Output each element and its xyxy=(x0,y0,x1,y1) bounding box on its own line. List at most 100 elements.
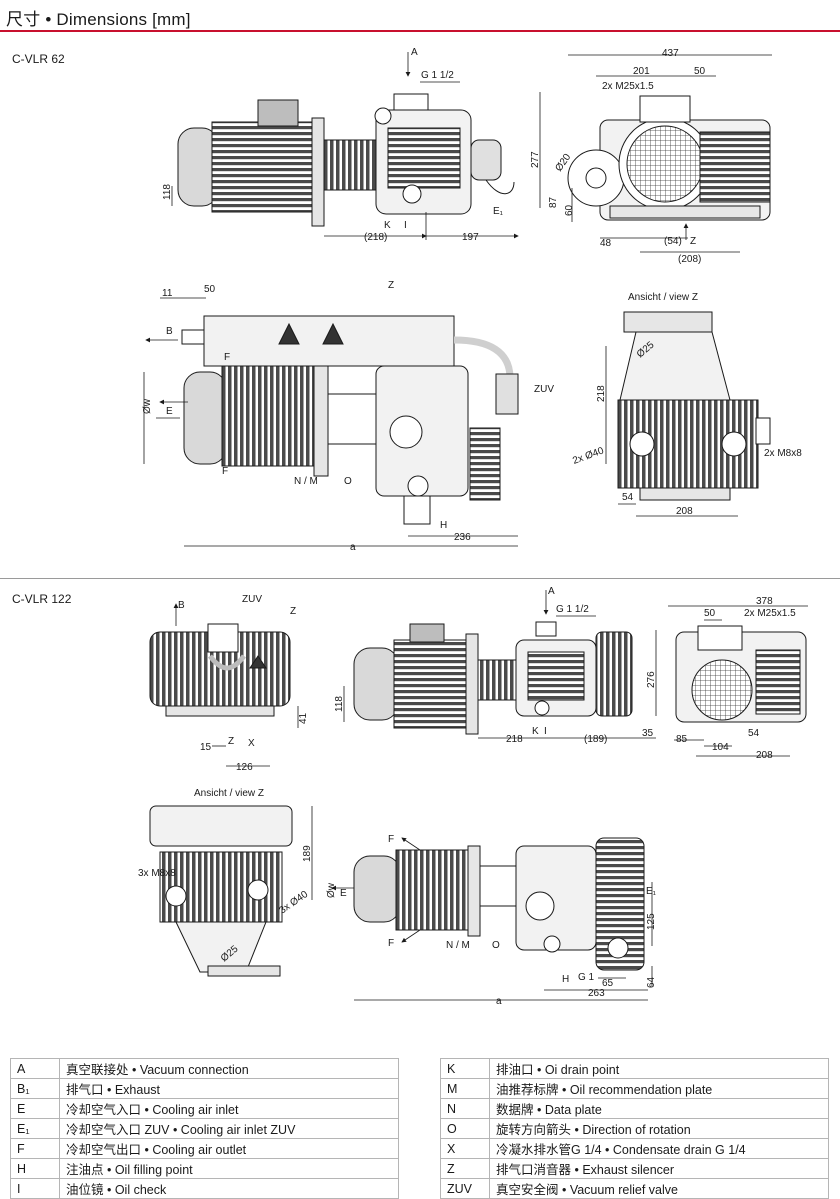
legend-key: B₁ xyxy=(10,1078,60,1099)
page-title: 尺寸 • Dimensions [mm] xyxy=(6,10,191,29)
label-Z-top: Z xyxy=(388,280,394,291)
legend-key: X xyxy=(440,1138,490,1159)
legend-key: M xyxy=(440,1078,490,1099)
vlr62-view-z-dims xyxy=(605,346,738,517)
dim-197: 197 xyxy=(462,232,479,243)
label-m8: 2x M8x8 xyxy=(764,448,802,459)
dim-218: (218) xyxy=(364,232,387,243)
label-E1-122: E₁ xyxy=(646,886,657,897)
legend-key: H xyxy=(10,1158,60,1179)
legend-text: 冷却空气入口 • Cooling air inlet xyxy=(59,1098,399,1119)
dim-189: (189) xyxy=(584,734,607,745)
vlr62-end-view xyxy=(567,95,771,221)
dim-41: 41 xyxy=(298,712,309,724)
legend-key: I xyxy=(10,1178,60,1199)
vlr62-top-texts: 11 50 Z B F Øw E F N / M O ZUV H 236 a xyxy=(142,280,554,553)
legend-key: E xyxy=(10,1098,60,1119)
legend-text: 冷凝水排水管G 1/4 • Condensate drain G 1/4 xyxy=(489,1138,829,1159)
label-I-122: I xyxy=(544,726,547,737)
legend-key: Z xyxy=(440,1158,490,1179)
dim-o40: 2x Ø40 xyxy=(571,445,605,467)
label-g-1-1-2: G 1 1/2 xyxy=(421,70,454,81)
dim-11: 11 xyxy=(162,288,173,299)
label-nm-122: N / M xyxy=(446,940,470,951)
vlr62-side-view xyxy=(177,93,515,227)
legend-text: 排气口消音器 • Exhaust silencer xyxy=(489,1158,829,1179)
dim-a-122: a xyxy=(496,996,502,1007)
dim-263: 263 xyxy=(588,988,605,999)
vlr122-end-dims xyxy=(668,605,808,757)
legend-key: O xyxy=(440,1118,490,1139)
label-view-z-122: Ansicht / view Z xyxy=(194,788,264,799)
dim-104: 104 xyxy=(712,742,729,753)
label-nm: N / M xyxy=(294,476,318,487)
vlr62-side-dims xyxy=(171,52,541,240)
vlr122-side-view xyxy=(353,621,633,735)
dim-218-122: 218 xyxy=(506,734,523,745)
legend-text: 油位镜 • Oil check xyxy=(59,1178,399,1199)
label-m25: 2x M25x1.5 xyxy=(602,81,654,92)
dim-87: 87 xyxy=(548,196,559,208)
section-label-vlr122: C-VLR 122 xyxy=(12,592,72,606)
vlr62-view-z xyxy=(617,311,771,501)
dim-118-122: 118 xyxy=(334,696,345,712)
section-divider xyxy=(0,578,840,579)
vlr62-end-texts: 437 201 50 2x M25x1.5 Ø20 87 60 48 (54) … xyxy=(548,48,706,265)
page-header: 尺寸 • Dimensions [mm] xyxy=(0,0,840,32)
dim-85: 85 xyxy=(676,734,688,745)
label-O: O xyxy=(344,476,352,487)
vlr122-end-texts: 378 50 2x M25x1.5 85 104 54 208 xyxy=(676,596,796,761)
legend-key: K xyxy=(440,1058,490,1079)
label-X: X xyxy=(248,738,255,749)
label-H-122: H xyxy=(562,974,569,985)
label-B: B xyxy=(166,326,173,337)
vlr122-top-dims xyxy=(173,603,299,767)
label-m8-122: 3x M8x8 xyxy=(138,868,176,879)
label-ow: Øw xyxy=(142,398,153,414)
legend-key: ZUV xyxy=(440,1178,490,1199)
dim-60: 60 xyxy=(564,204,575,216)
header-rule xyxy=(0,30,840,32)
dim-201: 201 xyxy=(633,66,650,77)
legend-text: 排气口 • Exhaust xyxy=(59,1078,399,1099)
vlr122-side-dims xyxy=(343,590,657,739)
dim-50: 50 xyxy=(694,66,706,77)
legend-text: 真空安全阀 • Vacuum relief valve xyxy=(489,1178,829,1199)
legend-text: 真空联接处 • Vacuum connection xyxy=(59,1058,399,1079)
dim-378: 378 xyxy=(756,596,773,607)
vlr122-end-view xyxy=(675,625,807,723)
label-g-122: G 1 1/2 xyxy=(556,604,589,615)
dim-208: (208) xyxy=(678,254,701,265)
vlr122-side-texts: A G 1 1/2 118 276 K I 218 (189) 35 xyxy=(334,586,657,745)
label-g1: G 1 xyxy=(578,972,595,983)
label-F1-122: F xyxy=(388,834,394,845)
label-F2: F xyxy=(222,466,228,477)
dim-50b: 50 xyxy=(204,284,216,295)
dim-15: 15 xyxy=(200,742,212,753)
dim-126: 126 xyxy=(236,762,253,773)
legend-text: 冷却空气出口 • Cooling air outlet xyxy=(59,1138,399,1159)
label-F2-122: F xyxy=(388,938,394,949)
legend-text: 旋转方向箭头 • Direction of rotation xyxy=(489,1118,829,1139)
legend-text: 排油口 • Oi drain point xyxy=(489,1058,829,1079)
vlr122-plan-dims xyxy=(331,837,653,1001)
dim-54-122: 54 xyxy=(748,728,760,739)
dim-208-122: 208 xyxy=(756,750,773,761)
vlr62-top-view xyxy=(181,315,519,525)
label-K: K xyxy=(384,220,391,231)
label-m25-122: 2x M25x1.5 xyxy=(744,608,796,619)
label-F1: F xyxy=(224,352,230,363)
